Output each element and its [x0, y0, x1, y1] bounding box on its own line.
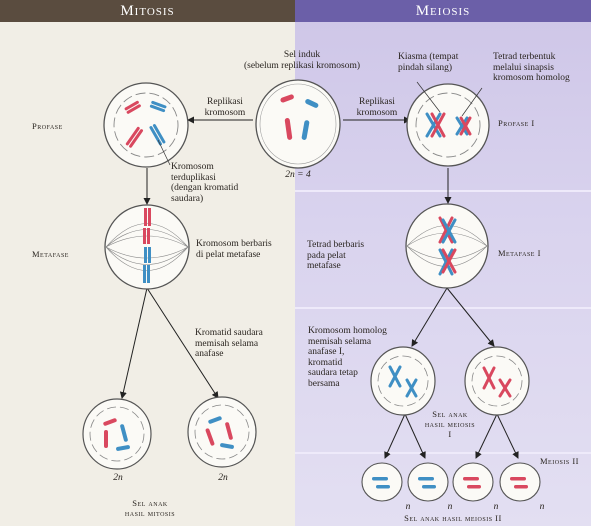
replication-label: Replikasi kromosom [190, 97, 260, 118]
ploidy-label: n [490, 502, 502, 513]
parent-cell-label: Sel induk (sebelum replikasi kromosom) [232, 50, 372, 71]
ploidy-label: n [402, 502, 414, 513]
duplicated-label: Kromosom terduplikasi (dengan kromatid s… [171, 162, 281, 204]
daughter-meiosis-ii-label: Sel anak hasil meiosis II [378, 513, 528, 523]
meiosis-ii-daughter-cell [500, 463, 540, 501]
parent-cell [256, 80, 340, 168]
arrow [447, 288, 494, 346]
meiosis-prophase-cell [407, 84, 489, 166]
mitosis-prophase-cell [104, 83, 188, 167]
mitosis-metaphase-cell [105, 205, 189, 289]
ploidy-label: n [444, 502, 456, 513]
daughter-meiosis-i-label: Sel anak hasil meiosis I [420, 409, 480, 439]
line-up-label: Kromosom berbaris di pelat metafase [196, 239, 296, 260]
metaphase-label: Metafase [32, 249, 69, 259]
meiosis-ii-daughter-cell [362, 463, 402, 501]
homologs-separate-label: Kromosom homolog memisah selama anafase … [308, 326, 403, 389]
mitosis-daughter-cell [83, 399, 151, 469]
meiosis-ii-daughter-cell [453, 463, 493, 501]
ploidy-label: 2n = 4 [278, 170, 318, 181]
arrow [497, 414, 518, 458]
meiosis-ii-daughter-cell [408, 463, 448, 501]
daughter-mitosis-label: Sel anak hasil mitosis [105, 498, 195, 518]
tetrads-line-up-label: Tetrad berbaris pada pelat metafase [307, 240, 387, 272]
ploidy-label: n [536, 502, 548, 513]
ploidy-label: 2n [103, 473, 133, 484]
chiasma-label: Kiasma (tempat pindah silang) [398, 52, 488, 73]
arrow [122, 288, 147, 398]
meiosis-ii-label: Meiosis II [540, 456, 579, 466]
meiosis-i-daughter-cell [465, 347, 529, 415]
tetrad-formed-label: Tetrad terbentuk melalui sinapsis kromos… [493, 52, 591, 84]
ploidy-label: 2n [208, 473, 238, 484]
sister-separate-label: Kromatid saudara memisah selama anafase [195, 328, 295, 360]
prophase-i-label: Profase I [498, 118, 535, 128]
prophase-label: Profase [32, 121, 63, 131]
replication-label: Replikasi kromosom [342, 97, 412, 118]
meiosis-metaphase-cell [406, 204, 488, 288]
mitosis-daughter-cell [188, 397, 256, 467]
metaphase-i-label: Metafase I [498, 248, 541, 258]
arrow [412, 288, 447, 346]
arrow [385, 414, 405, 458]
